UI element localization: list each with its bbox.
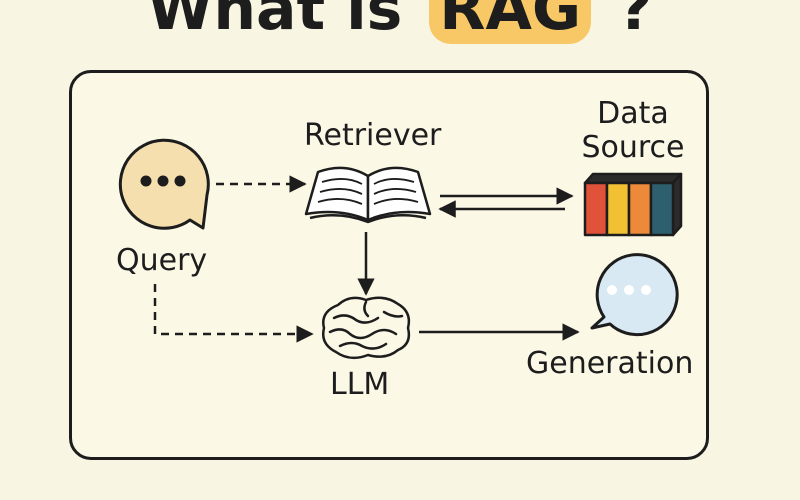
- title-prefix: What is: [147, 0, 403, 44]
- query-to-llm-arrow: [153, 284, 314, 343]
- open-book-icon: [304, 166, 432, 224]
- diagram-frame: [69, 70, 709, 460]
- page-title: What is RAG ?: [0, 0, 800, 44]
- generation-label: Generation: [526, 346, 694, 381]
- brain-icon: [322, 296, 411, 360]
- data-source-label: Data Source: [577, 97, 689, 165]
- generation-bubble-icon: [590, 253, 679, 337]
- query-bubble-icon: [118, 138, 210, 230]
- database-stack-icon: [583, 172, 683, 237]
- retriever-label: Retriever: [304, 118, 442, 153]
- data-source-label-line1: Data: [597, 96, 669, 131]
- data-source-label-line2: Source: [581, 130, 685, 165]
- query-label: Query: [116, 243, 208, 278]
- title-suffix: ?: [618, 0, 653, 44]
- llm-label: LLM: [330, 367, 390, 402]
- title-highlight: RAG: [429, 0, 592, 44]
